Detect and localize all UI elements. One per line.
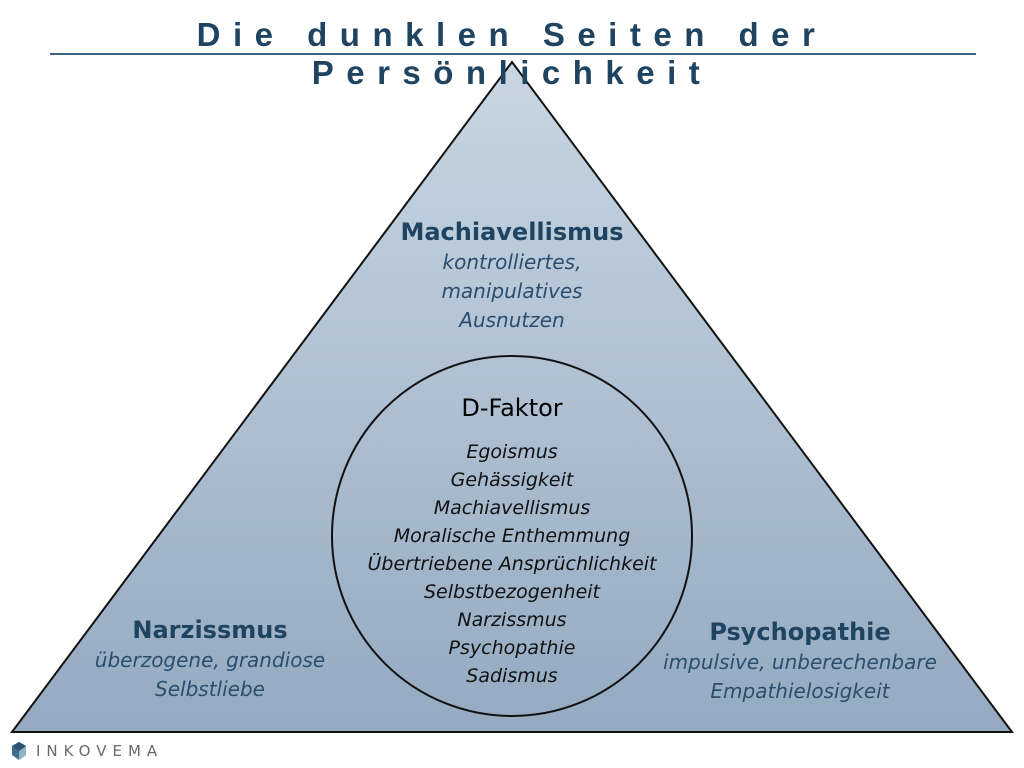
- narzissmus-desc-line: überzogene, grandiose: [94, 648, 326, 672]
- machiavellismus-heading: Machiavellismus: [400, 218, 624, 246]
- psychopathie-heading: Psychopathie: [709, 618, 891, 646]
- d-factor-item: Egoismus: [466, 441, 558, 463]
- machiavellismus-desc-line: kontrolliertes,: [442, 250, 582, 274]
- narzissmus-heading: Narzissmus: [132, 616, 288, 644]
- psychopathie-desc-line: impulsive, unberechenbare: [663, 650, 937, 674]
- d-factor-item: Gehässigkeit: [450, 469, 574, 491]
- d-factor-item: Übertriebene Ansprüchlichkeit: [367, 553, 657, 575]
- page-title: Die dunklen Seiten der Persönlichkeit: [196, 16, 828, 91]
- psychopathie-desc-line: Empathielosigkeit: [710, 679, 890, 703]
- d-factor-item: Sadismus: [466, 665, 558, 687]
- d-factor-item: Narzissmus: [457, 609, 567, 631]
- inkovema-logo: INKOVEMA: [12, 742, 163, 760]
- d-factor-item: Machiavellismus: [433, 497, 591, 519]
- title-underline: [50, 53, 976, 55]
- machiavellismus-desc-line: manipulatives: [441, 279, 583, 303]
- logo-hexagon-icon: [12, 742, 26, 760]
- d-factor-list: Egoismus Gehässigkeit Machiavellismus Mo…: [332, 438, 692, 690]
- d-factor-item: Moralische Enthemmung: [393, 525, 631, 547]
- d-factor-circle: [331, 355, 693, 717]
- d-factor-item: Selbstbezogenheit: [423, 581, 601, 603]
- machiavellismus-block: Machiavellismus kontrolliertes, manipula…: [312, 218, 712, 335]
- machiavellismus-desc-line: Ausnutzen: [459, 308, 565, 332]
- logo-text: INKOVEMA: [36, 742, 164, 760]
- triangle: [10, 60, 1014, 733]
- d-factor-item: Psychopathie: [448, 637, 576, 659]
- narzissmus-block: Narzissmus überzogene, grandiose Selbstl…: [60, 616, 360, 704]
- psychopathie-block: Psychopathie impulsive, unberechenbare E…: [640, 618, 960, 706]
- d-factor-heading: D-Faktor: [461, 394, 563, 422]
- narzissmus-desc-line: Selbstliebe: [155, 677, 265, 701]
